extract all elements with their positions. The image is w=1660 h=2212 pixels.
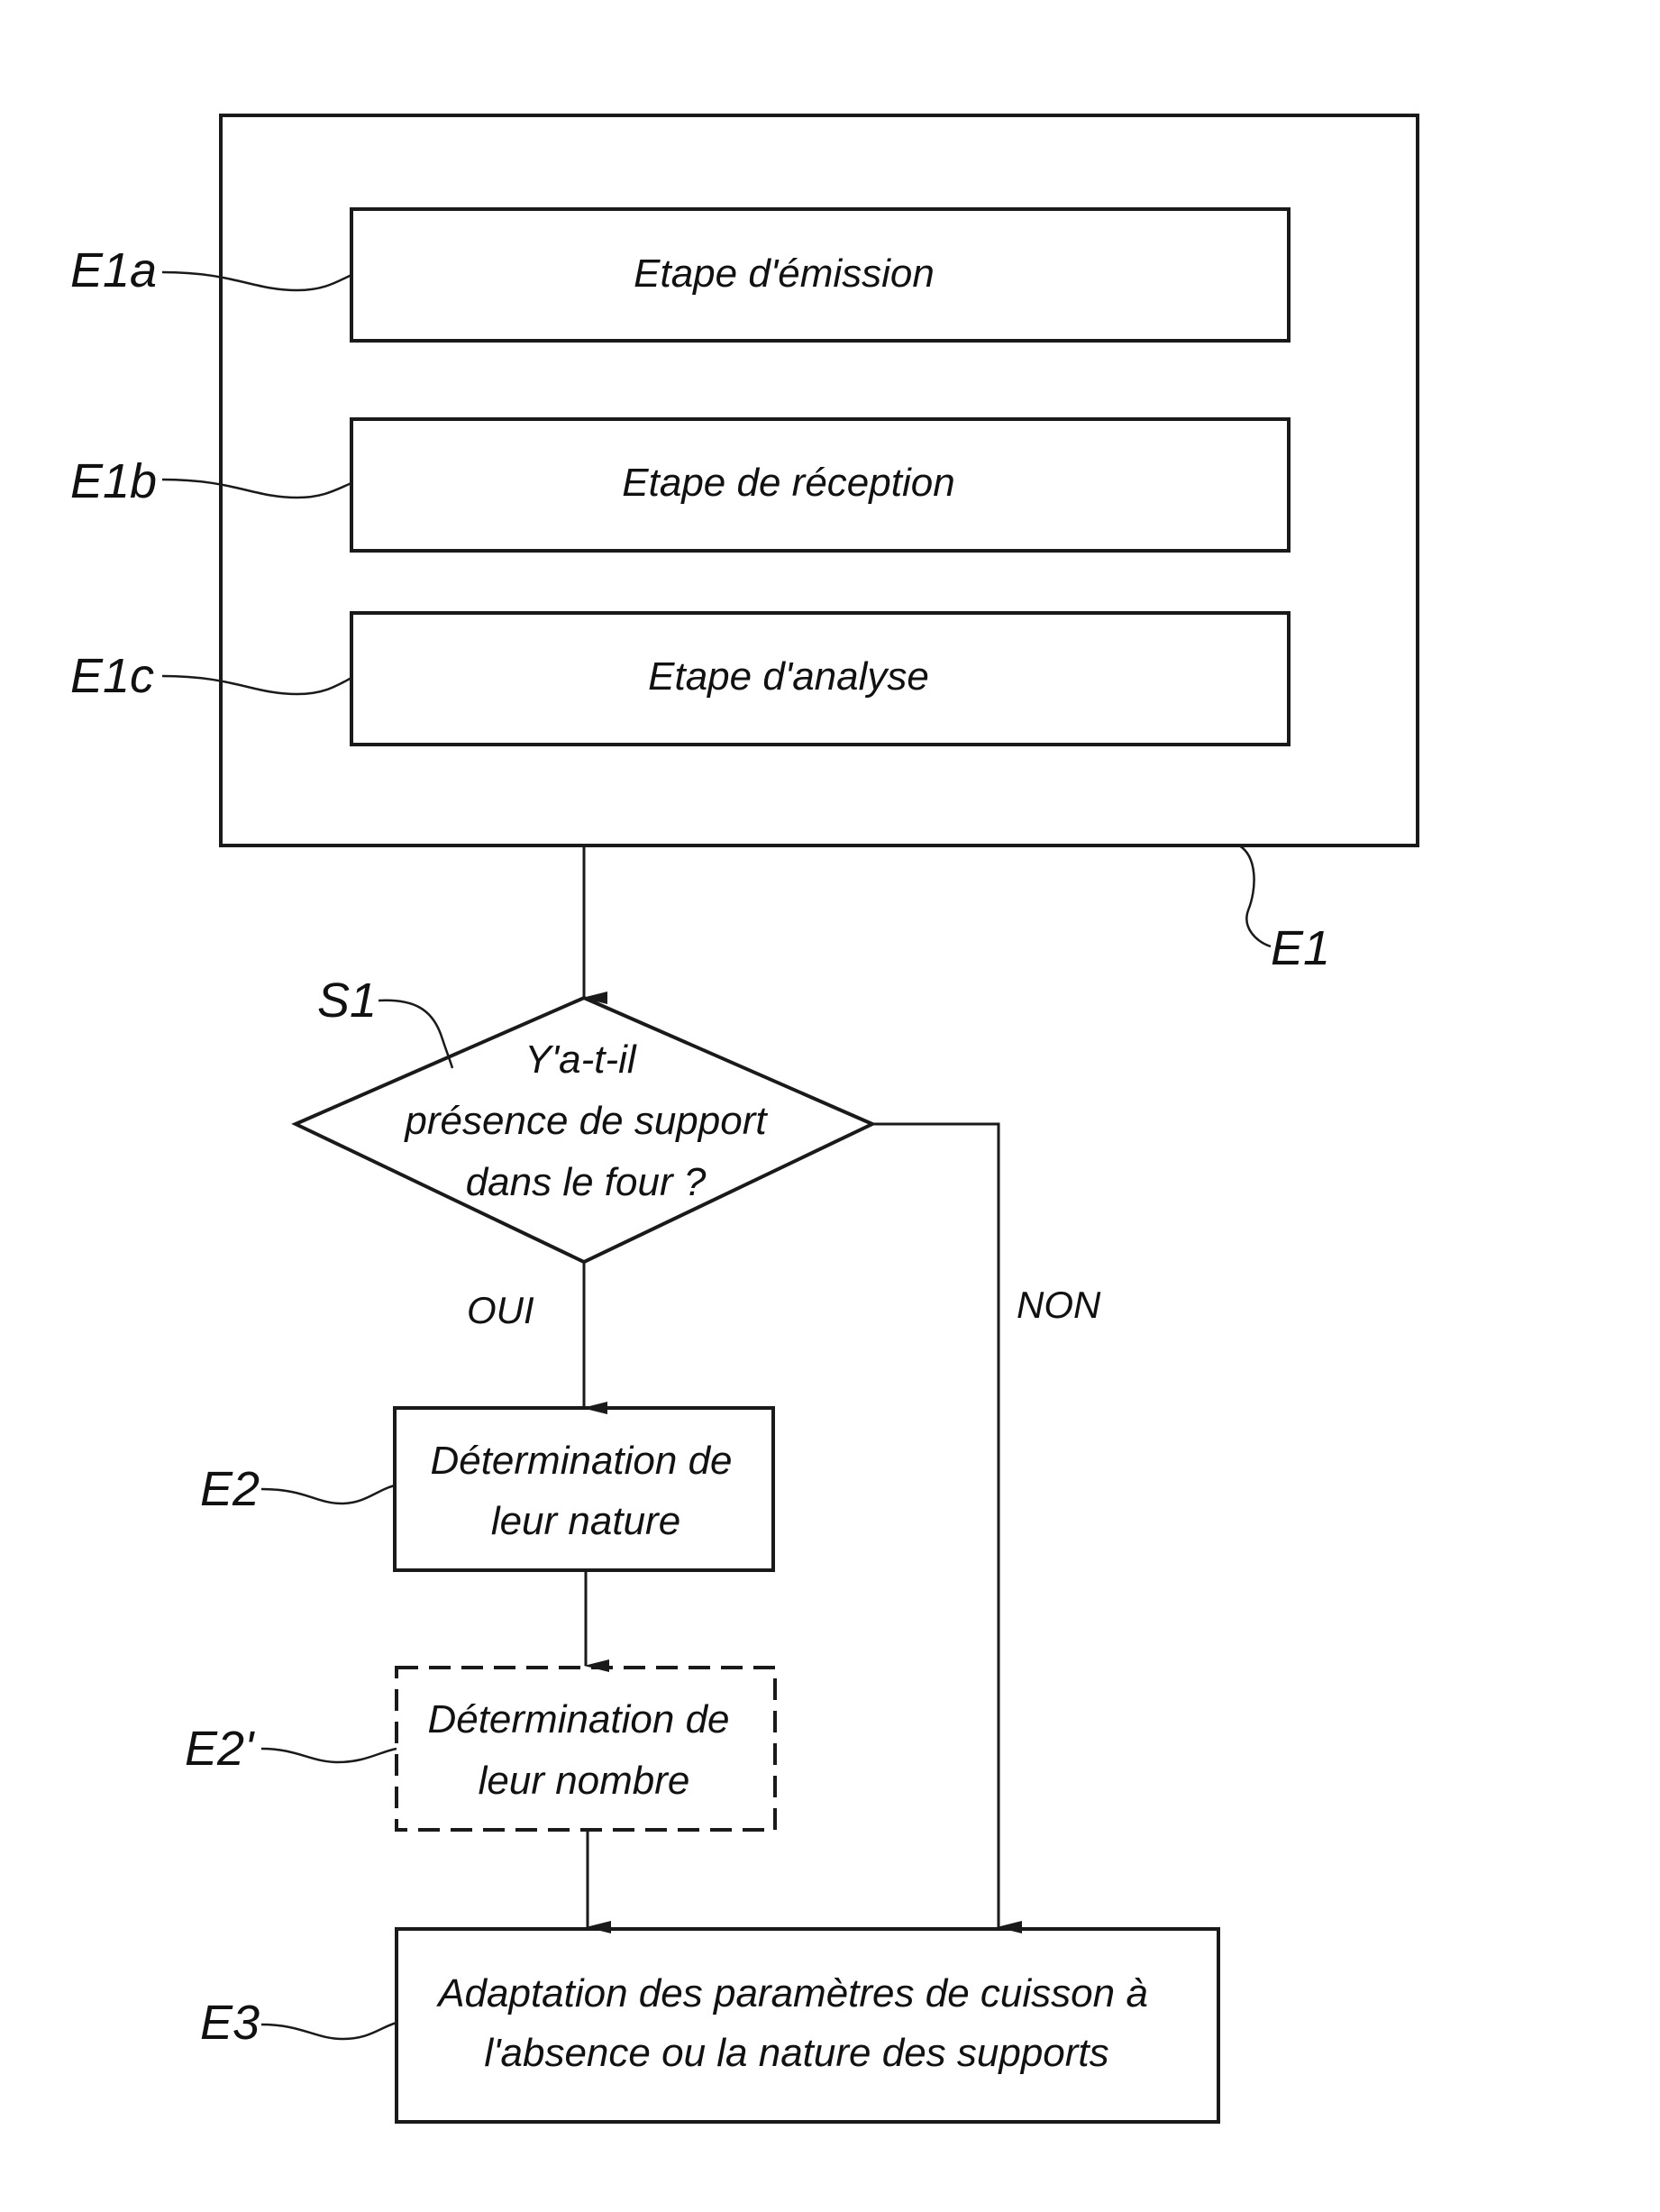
step-text-e2prime-line-2: leur nombre [479, 1759, 690, 1803]
ref-label-e3: E3 [200, 1996, 260, 2050]
step-box-e2prime [397, 1668, 775, 1830]
decision-text-line-2: présence de support [403, 1099, 768, 1143]
substep-text-e1b: Etape de réception [622, 461, 954, 505]
ref-label-e1b: E1b [70, 454, 157, 508]
ref-label-s1: S1 [317, 973, 377, 1028]
step-box-e3 [397, 1929, 1218, 2122]
step-e3: Adaptation des paramètres de cuisson à l… [397, 1929, 1218, 2122]
decision-text-line-3: dans le four ? [466, 1160, 707, 1204]
leader-line-s1 [379, 1001, 452, 1068]
branch-label-non: NON [1017, 1284, 1101, 1326]
step-text-e2-line-1: Détermination de [430, 1439, 732, 1483]
ref-label-e1: E1 [1271, 921, 1330, 975]
leader-line-e1c [162, 676, 351, 694]
leader-line-e1b [162, 480, 351, 498]
leader-line-e1 [1239, 845, 1271, 946]
decision-s1: Y'a-t-il présence de support dans le fou… [296, 998, 872, 1262]
step-text-e3-line-2: l'absence ou la nature des supports [484, 2031, 1108, 2075]
step-text-e2prime-line-1: Détermination de [427, 1697, 729, 1741]
substep-e1c: Etape d'analyse [351, 613, 1289, 745]
step-text-e3-line-1: Adaptation des paramètres de cuisson à [435, 1971, 1148, 2015]
ref-label-e2prime: E2' [185, 1722, 255, 1776]
substep-text-e1c: Etape d'analyse [648, 654, 929, 699]
leader-line-e1a [162, 272, 351, 290]
substep-e1a: Etape d'émission [351, 209, 1289, 341]
decision-text-line-1: Y'a-t-il [524, 1037, 637, 1082]
branch-label-oui: OUI [467, 1289, 534, 1331]
arrow-s1-to-e3-non [872, 1124, 999, 1927]
leader-line-e2 [261, 1485, 395, 1504]
leader-line-e3 [261, 2023, 397, 2039]
step-e2prime: Détermination de leur nombre [397, 1668, 775, 1830]
substep-e1b: Etape de réception [351, 419, 1289, 551]
leader-line-e2prime [261, 1749, 397, 1762]
ref-label-e1a: E1a [70, 243, 157, 297]
step-text-e2-line-2: leur nature [491, 1499, 680, 1543]
step-box-e2 [395, 1408, 773, 1570]
ref-label-e1c: E1c [70, 649, 154, 703]
substep-text-e1a: Etape d'émission [634, 251, 935, 296]
step-e2: Détermination de leur nature [395, 1408, 773, 1570]
ref-label-e2: E2 [200, 1462, 260, 1516]
